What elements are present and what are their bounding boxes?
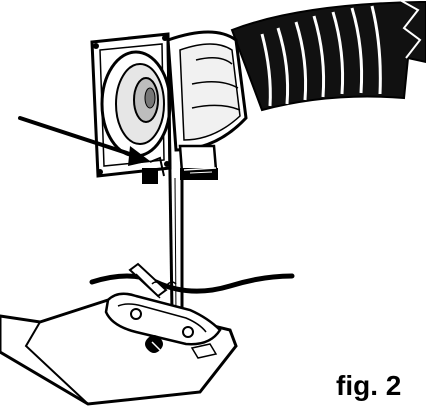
pointer-arrow-icon bbox=[18, 116, 150, 166]
flexible-duct-icon bbox=[230, 0, 426, 112]
mounting-base-plate bbox=[0, 292, 238, 406]
spring-clamp bbox=[128, 262, 177, 299]
figure-caption: fig. 2 bbox=[336, 370, 402, 401]
curved-hose bbox=[89, 273, 295, 294]
support-rod bbox=[166, 39, 184, 318]
